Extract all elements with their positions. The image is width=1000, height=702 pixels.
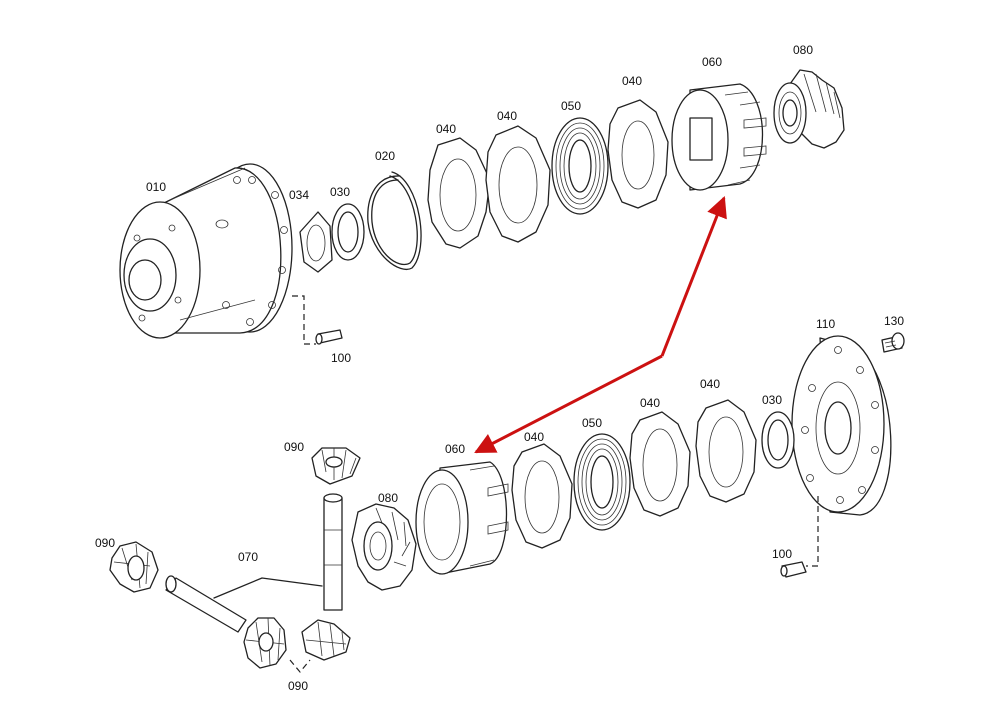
- clutch-plate-part-040-top-b: [485, 125, 551, 243]
- callout-050-top: 050: [561, 99, 581, 113]
- callout-040-top-a: 040: [436, 122, 456, 136]
- friction-disc-part-050-top: [551, 117, 609, 215]
- housing-cover-part-110: [791, 335, 892, 516]
- side-gear-part-080-bottom: [351, 503, 417, 591]
- pressure-ring-part-060-top: [671, 83, 767, 191]
- callout-090-left: 090: [95, 536, 115, 550]
- callout-090-top: 090: [284, 440, 304, 454]
- pinion-gear-part-090-bottom-a: [243, 617, 287, 669]
- pinion-gear-part-090-top: [311, 447, 361, 485]
- callout-030-bottom: 030: [762, 393, 782, 407]
- callout-130: 130: [884, 314, 904, 328]
- snap-ring-part-020: [367, 171, 422, 270]
- callout-070: 070: [238, 550, 258, 564]
- callout-080-bottom: 080: [378, 491, 398, 505]
- callout-020: 020: [375, 149, 395, 163]
- callout-100-top: 100: [331, 351, 351, 365]
- red-indicator-arrow: [474, 196, 727, 454]
- dowel-pin-part-100-top: [292, 295, 343, 345]
- dowel-pin-part-100-bottom: [780, 496, 819, 578]
- callout-010: 010: [146, 180, 166, 194]
- side-gear-part-080-top: [773, 69, 845, 149]
- callout-040-top-c: 040: [622, 74, 642, 88]
- callout-050-bottom: 050: [582, 416, 602, 430]
- callout-110: 110: [816, 317, 835, 331]
- bolt-part-130: [881, 332, 905, 353]
- callout-060-bottom: 060: [445, 442, 465, 456]
- callout-040-bottom-b: 040: [640, 396, 660, 410]
- callout-090-bottom: 090: [288, 679, 308, 693]
- pinion-gear-part-090-left: [109, 541, 159, 593]
- callout-040-bottom-c: 040: [700, 377, 720, 391]
- clutch-plate-part-040-top-c: [607, 99, 669, 209]
- pinion-gear-part-090-bottom-b: [289, 619, 351, 673]
- ring-part-030-top: [331, 203, 365, 261]
- clutch-plate-part-040-bottom-c: [695, 399, 757, 503]
- shaft-part-070: [165, 493, 343, 633]
- callout-060-top: 060: [702, 55, 722, 69]
- clutch-plate-part-040-bottom-b: [629, 411, 691, 517]
- callout-080-top: 080: [793, 43, 813, 57]
- ring-part-030-bottom: [761, 411, 795, 469]
- callout-100-bottom: 100: [772, 547, 792, 561]
- callout-040-top-b: 040: [497, 109, 517, 123]
- callout-040-bottom-a: 040: [524, 430, 544, 444]
- thrust-washer-part-034: [299, 211, 333, 273]
- pressure-ring-part-060-bottom: [415, 461, 509, 575]
- callout-034: 034: [289, 188, 309, 202]
- clutch-plate-part-040-top-a: [427, 137, 491, 249]
- callout-030-top: 030: [330, 185, 350, 199]
- clutch-plate-part-040-bottom-a: [511, 443, 573, 549]
- housing-part-010: [119, 163, 293, 339]
- friction-disc-part-050-bottom: [573, 433, 631, 531]
